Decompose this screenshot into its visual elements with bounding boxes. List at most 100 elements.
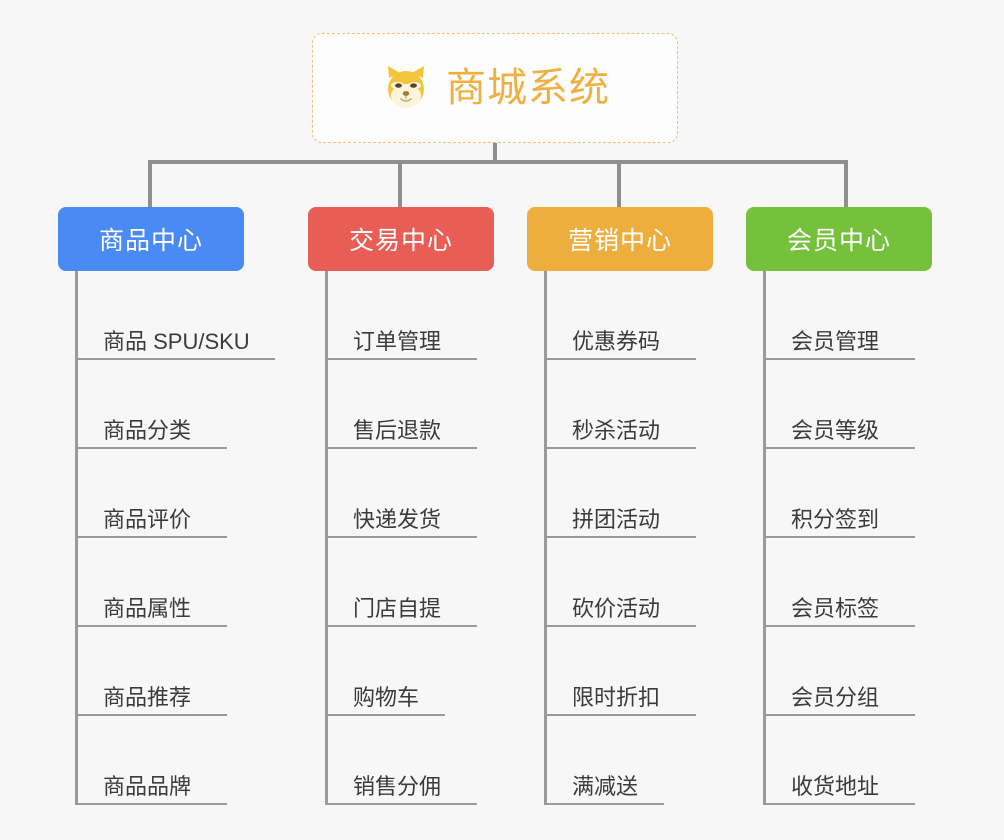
list-item[interactable]: 商品属性	[58, 538, 244, 627]
leaf-list-trade: 订单管理 售后退款 快递发货 门店自提 购物车 销售分佣	[308, 271, 494, 805]
leaf-underline	[75, 625, 227, 627]
root-title: 商城系统	[446, 66, 610, 110]
leaf-underline	[544, 358, 696, 360]
category-title-products: 商品中心	[98, 227, 203, 255]
leaf-underline	[75, 536, 227, 538]
leaf-label: 优惠券码	[572, 328, 661, 354]
leaf-spine	[763, 271, 766, 805]
leaf-label: 销售分佣	[353, 773, 442, 799]
connector-drop-member	[844, 163, 848, 209]
leaf-label: 商品品牌	[103, 773, 192, 799]
category-title-marketing: 营销中心	[567, 227, 672, 255]
leaf-underline	[325, 714, 445, 716]
leaf-underline	[75, 803, 227, 805]
list-item[interactable]: 限时折扣	[527, 627, 713, 716]
list-item[interactable]: 商品评价	[58, 449, 244, 538]
leaf-underline	[544, 803, 664, 805]
leaf-underline	[544, 536, 696, 538]
category-title-trade: 交易中心	[348, 227, 453, 255]
list-item[interactable]: 会员管理	[746, 271, 932, 360]
category-column-trade: 交易中心 订单管理 售后退款 快递发货 门店自提 购物车 销售分佣	[308, 207, 494, 805]
leaf-underline	[325, 625, 477, 627]
category-box-trade[interactable]: 交易中心	[308, 207, 494, 271]
list-item[interactable]: 秒杀活动	[527, 360, 713, 449]
leaf-underline	[544, 714, 696, 716]
list-item[interactable]: 订单管理	[308, 271, 494, 360]
list-item[interactable]: 积分签到	[746, 449, 932, 538]
leaf-label: 积分签到	[791, 506, 880, 532]
leaf-underline	[75, 358, 275, 360]
leaf-label: 秒杀活动	[572, 417, 661, 443]
connector-horizontal-bus	[148, 160, 848, 164]
category-box-marketing[interactable]: 营销中心	[527, 207, 713, 271]
leaf-underline	[75, 714, 227, 716]
leaf-underline	[325, 536, 477, 538]
leaf-label: 砍价活动	[572, 595, 661, 621]
leaf-underline	[763, 625, 915, 627]
category-title-member: 会员中心	[786, 227, 891, 255]
list-item[interactable]: 满减送	[527, 716, 713, 805]
list-item[interactable]: 优惠券码	[527, 271, 713, 360]
list-item[interactable]: 收货地址	[746, 716, 932, 805]
leaf-label: 收货地址	[791, 773, 880, 799]
root-node[interactable]: 商城系统	[312, 33, 678, 143]
list-item[interactable]: 拼团活动	[527, 449, 713, 538]
list-item[interactable]: 会员分组	[746, 627, 932, 716]
leaf-label: 商品分类	[103, 417, 192, 443]
list-item[interactable]: 砍价活动	[527, 538, 713, 627]
leaf-label: 商品评价	[103, 506, 192, 532]
leaf-underline	[763, 447, 915, 449]
leaf-underline	[763, 536, 915, 538]
leaf-label: 商品属性	[103, 595, 192, 621]
connector-drop-products	[148, 163, 152, 209]
leaf-spine	[544, 271, 547, 805]
shiba-dog-face-icon	[380, 62, 432, 114]
leaf-underline	[544, 625, 696, 627]
leaf-label: 拼团活动	[572, 506, 661, 532]
connector-drop-marketing	[617, 163, 621, 209]
leaf-label: 商品推荐	[103, 684, 192, 710]
leaf-label: 会员分组	[791, 684, 880, 710]
list-item[interactable]: 门店自提	[308, 538, 494, 627]
list-item[interactable]: 会员等级	[746, 360, 932, 449]
connector-root-stem	[493, 143, 497, 163]
leaf-list-member: 会员管理 会员等级 积分签到 会员标签 会员分组 收货地址	[746, 271, 932, 805]
list-item[interactable]: 快递发货	[308, 449, 494, 538]
leaf-label: 会员等级	[791, 417, 880, 443]
list-item[interactable]: 商品品牌	[58, 716, 244, 805]
leaf-label: 订单管理	[353, 328, 442, 354]
category-box-products[interactable]: 商品中心	[58, 207, 244, 271]
leaf-underline	[75, 447, 227, 449]
leaf-label: 满减送	[572, 773, 639, 799]
category-box-member[interactable]: 会员中心	[746, 207, 932, 271]
leaf-label: 会员管理	[791, 328, 880, 354]
list-item[interactable]: 商品 SPU/SKU	[58, 271, 275, 360]
category-column-member: 会员中心 会员管理 会员等级 积分签到 会员标签 会员分组 收货地址	[746, 207, 932, 805]
leaf-underline	[325, 803, 477, 805]
list-item[interactable]: 商品分类	[58, 360, 244, 449]
connector-drop-trade	[398, 163, 402, 209]
leaf-underline	[544, 447, 696, 449]
leaf-label: 售后退款	[353, 417, 442, 443]
category-column-products: 商品中心 商品 SPU/SKU 商品分类 商品评价 商品属性 商品推荐 商品品牌	[58, 207, 275, 805]
list-item[interactable]: 售后退款	[308, 360, 494, 449]
leaf-list-marketing: 优惠券码 秒杀活动 拼团活动 砍价活动 限时折扣 满减送	[527, 271, 713, 805]
leaf-spine	[325, 271, 328, 805]
list-item[interactable]: 销售分佣	[308, 716, 494, 805]
leaf-label: 会员标签	[791, 595, 880, 621]
list-item[interactable]: 会员标签	[746, 538, 932, 627]
leaf-label: 购物车	[353, 684, 420, 710]
leaf-underline	[325, 447, 477, 449]
leaf-spine	[75, 271, 78, 805]
leaf-list-products: 商品 SPU/SKU 商品分类 商品评价 商品属性 商品推荐 商品品牌	[58, 271, 275, 805]
leaf-label: 快递发货	[353, 506, 442, 532]
leaf-label: 门店自提	[353, 595, 442, 621]
leaf-underline	[325, 358, 477, 360]
category-column-marketing: 营销中心 优惠券码 秒杀活动 拼团活动 砍价活动 限时折扣 满减送	[527, 207, 713, 805]
leaf-underline	[763, 358, 915, 360]
list-item[interactable]: 购物车	[308, 627, 494, 716]
leaf-label: 限时折扣	[572, 684, 661, 710]
list-item[interactable]: 商品推荐	[58, 627, 244, 716]
leaf-underline	[763, 803, 915, 805]
leaf-underline	[763, 714, 915, 716]
